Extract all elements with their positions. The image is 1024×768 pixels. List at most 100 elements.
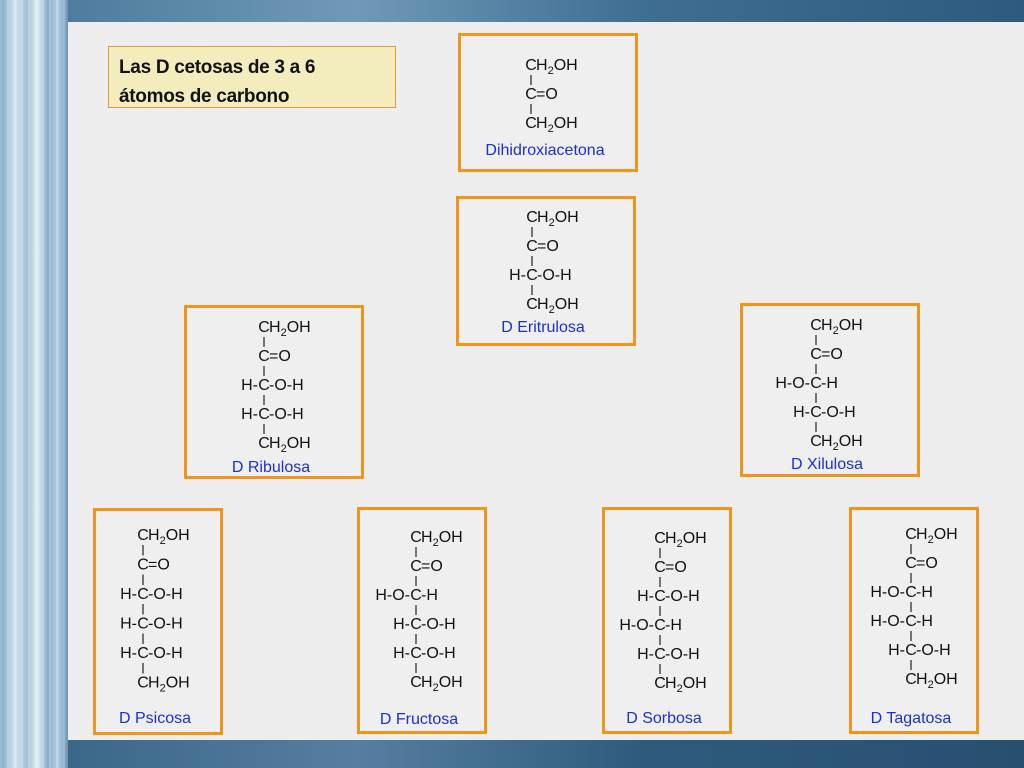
carbon-atom: C <box>654 530 666 547</box>
carbon-atom: C <box>525 57 537 74</box>
carbon-atom: C <box>810 346 822 363</box>
structure-row: CH--O-H <box>393 616 456 633</box>
right-substituent: H2OH <box>916 671 958 691</box>
right-substituent: =O <box>148 557 170 574</box>
right-substituent: -H <box>665 617 682 634</box>
right-substituent: -O-H <box>916 642 951 659</box>
left-substituent: H-O- <box>619 617 654 634</box>
structure-row: CH--O-H <box>393 645 456 662</box>
right-substituent: =O <box>821 346 843 363</box>
slide-title-line-2: átomos de carbono <box>119 86 290 107</box>
slide-title-line-1: Las D cetosas de 3 a 6 <box>119 57 316 78</box>
left-substituent: H-O- <box>870 613 905 630</box>
carbon-atom: C <box>526 238 538 255</box>
structure-row: C=O <box>810 346 843 363</box>
structure-row: C=O <box>137 557 170 574</box>
carbon-atom: C <box>810 375 822 392</box>
structure-row: C=O <box>410 558 443 575</box>
right-substituent: =O <box>916 555 938 572</box>
left-substituent: H- <box>393 616 410 633</box>
carbon-atom: C <box>410 616 422 633</box>
carbon-atom: C <box>905 526 917 543</box>
carbon-atom: C <box>137 616 149 633</box>
structure-row: CH--O-H <box>120 645 183 662</box>
carbon-atom: C <box>526 209 538 226</box>
carbon-atom: C <box>410 558 422 575</box>
molecule-name: D Eritrulosa <box>501 319 585 336</box>
carbon-atom: C <box>258 319 270 336</box>
structure-row: CH-O--H <box>870 584 933 601</box>
left-substituent: H-O- <box>375 587 410 604</box>
right-substituent: -H <box>916 613 933 630</box>
right-substituent: -O-H <box>269 377 304 394</box>
left-substituent: H- <box>793 404 810 421</box>
structure-row: CH- -O-H <box>888 642 951 659</box>
structure-row: CH--O-H <box>637 646 700 663</box>
carbon-atom: C <box>258 435 270 452</box>
waterfall-background <box>0 0 68 768</box>
bottom-decorative-band <box>68 740 1024 768</box>
carbon-atom: C <box>905 642 917 659</box>
carbon-atom: C <box>525 86 537 103</box>
right-substituent: H2OH <box>665 675 707 695</box>
structure-row: C=O <box>654 559 687 576</box>
left-substituent: H- <box>888 642 905 659</box>
right-substituent: -O-H <box>148 645 183 662</box>
molecule-name: D Tagatosa <box>871 710 952 727</box>
top-decorative-band <box>68 0 1024 22</box>
left-substituent: H- <box>637 588 654 605</box>
carbon-atom: C <box>905 613 917 630</box>
structure-row: CH--O-H <box>120 616 183 633</box>
right-substituent: -O-H <box>665 646 700 663</box>
carbon-atom: C <box>654 675 666 692</box>
molecule-name: D Ribulosa <box>232 459 310 476</box>
carbon-atom: C <box>810 404 822 421</box>
right-substituent: -O-H <box>148 616 183 633</box>
carbon-atom: C <box>526 296 538 313</box>
structure-row: CH--O-H <box>509 267 572 284</box>
structure-row: CH--O-H <box>241 377 304 394</box>
right-substituent: -H <box>916 584 933 601</box>
right-substituent: -O-H <box>269 406 304 423</box>
structure-row: CH--O-H <box>793 404 856 421</box>
right-substituent: =O <box>537 238 559 255</box>
right-substituent: =O <box>421 558 443 575</box>
right-substituent: H2OH <box>269 319 311 339</box>
carbon-atom: C <box>410 529 422 546</box>
carbon-atom: C <box>137 527 149 544</box>
carbon-atom: C <box>137 586 149 603</box>
carbon-atom: C <box>410 645 422 662</box>
right-substituent: H2OH <box>537 209 579 229</box>
right-substituent: -O-H <box>421 645 456 662</box>
left-substituent: H- <box>241 406 258 423</box>
structure-row: CH-O--H <box>775 375 838 392</box>
carbon-atom: C <box>410 587 422 604</box>
right-substituent: H2OH <box>916 526 958 546</box>
right-substituent: -H <box>821 375 838 392</box>
structure-row: CH-O--H <box>375 587 438 604</box>
carbon-atom: C <box>526 267 538 284</box>
carbon-atom: C <box>810 317 822 334</box>
right-substituent: H2OH <box>536 115 578 135</box>
